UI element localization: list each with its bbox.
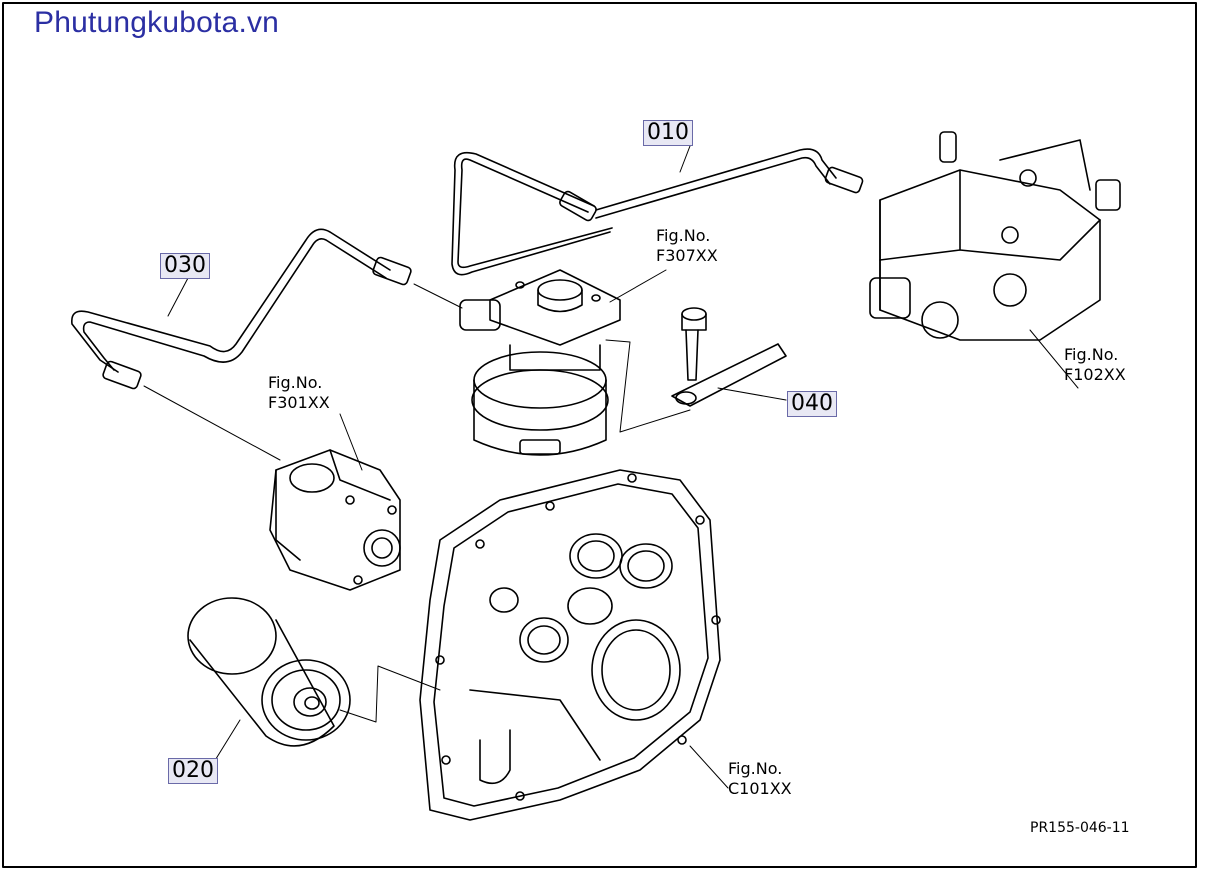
fig-ref-label: Fig.No. (728, 759, 783, 778)
part-label-030[interactable]: 030 (160, 253, 210, 279)
fig-ref-code: F307XX (656, 246, 718, 265)
filter-020 (187, 597, 441, 763)
fig-ref-label: Fig.No. (656, 226, 711, 245)
part-label-010[interactable]: 010 (643, 120, 693, 146)
part-label-020[interactable]: 020 (168, 758, 218, 784)
fig-ref-code: F301XX (268, 393, 330, 412)
fig-ref-f301[interactable]: Fig.No. F301XX (268, 373, 330, 413)
pipe-030 (71, 228, 463, 461)
bolt-040 (671, 307, 787, 407)
fig-ref-code: C101XX (728, 779, 792, 798)
housing-c101 (419, 469, 729, 821)
control-valve-f102 (869, 131, 1121, 389)
pump-f301 (269, 413, 401, 591)
site-brand[interactable]: Phutungkubota.vn (34, 6, 280, 39)
drawing-id: PR155-046-11 (1030, 820, 1130, 836)
fig-ref-label: Fig.No. (1064, 345, 1119, 364)
fig-ref-label: Fig.No. (268, 373, 323, 392)
fig-ref-code: F102XX (1064, 365, 1126, 384)
part-label-040[interactable]: 040 (787, 391, 837, 417)
fig-ref-c101[interactable]: Fig.No. C101XX (728, 759, 792, 799)
pipe-010 (451, 145, 864, 276)
fig-ref-f307[interactable]: Fig.No. F307XX (656, 226, 718, 266)
valve-assembly-f307 (459, 269, 691, 456)
fig-ref-f102[interactable]: Fig.No. F102XX (1064, 345, 1126, 385)
